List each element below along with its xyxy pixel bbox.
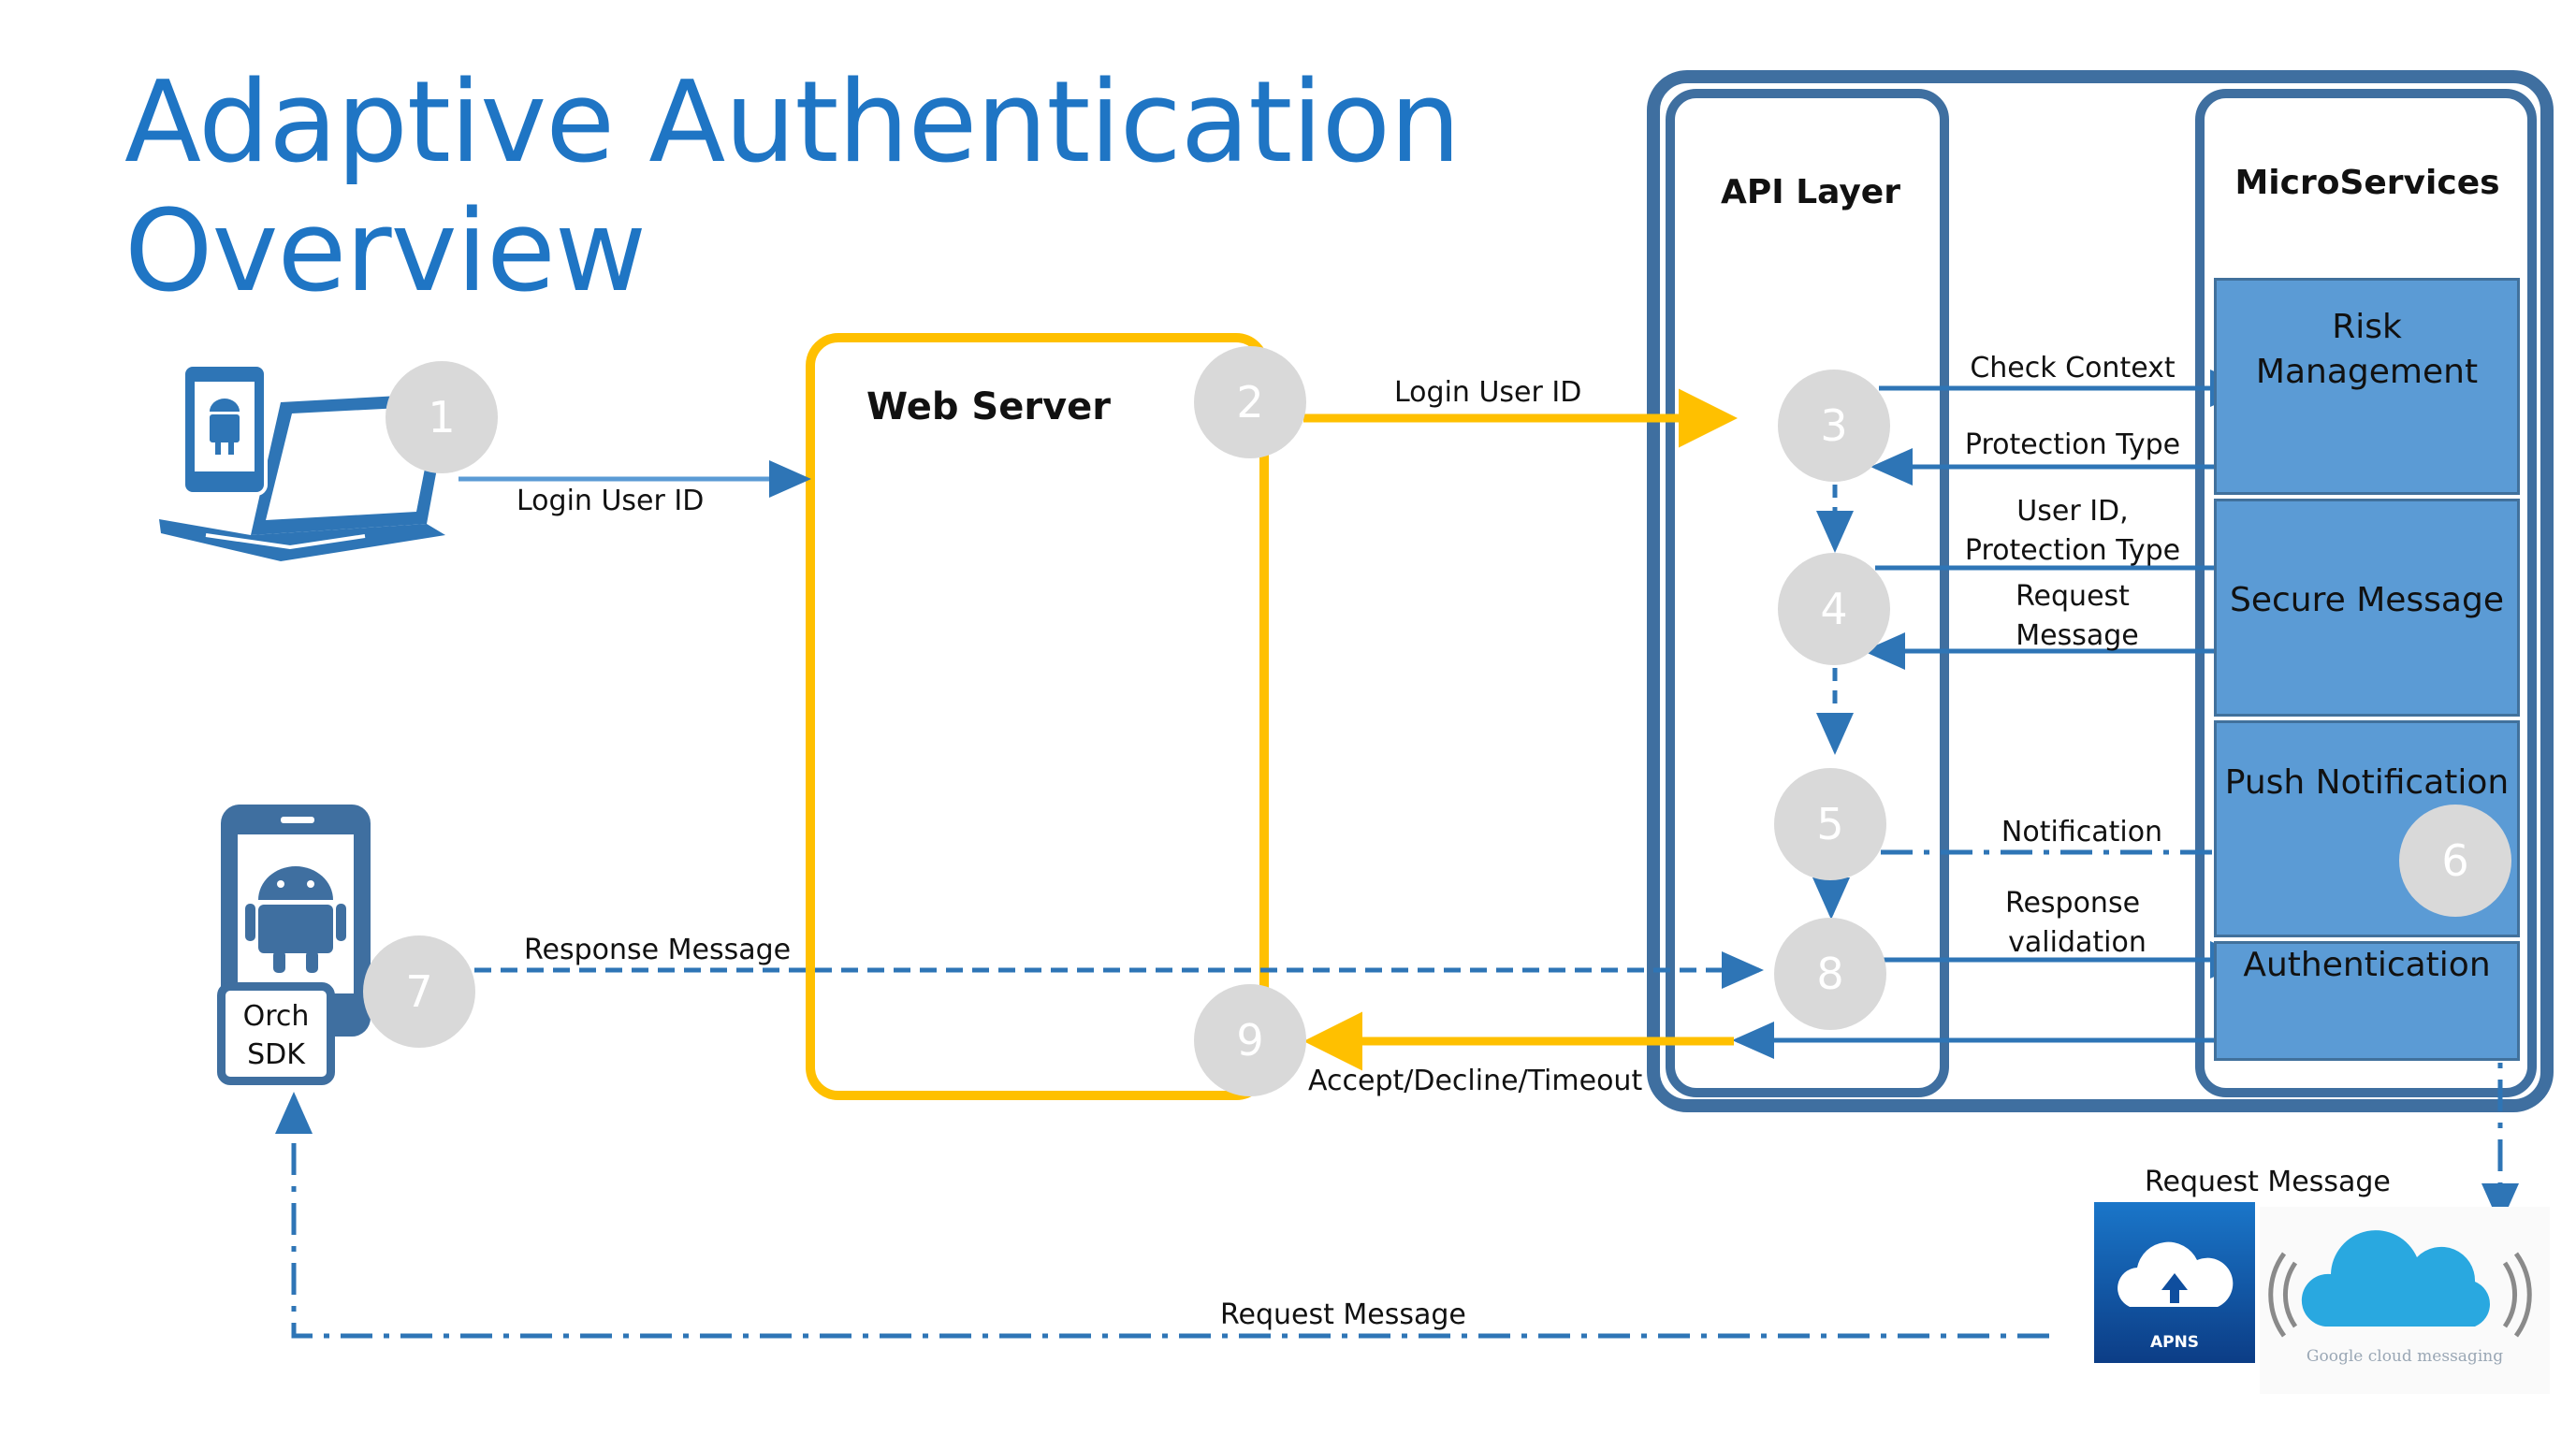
microservices-column xyxy=(2195,89,2537,1097)
label-device-request: Request Message xyxy=(1220,1298,1466,1331)
step-7: 7 xyxy=(363,935,475,1048)
label-response-2: validation xyxy=(2008,926,2147,959)
label-check-context: Check Context xyxy=(1970,352,2176,384)
api-layer-heading: API Layer xyxy=(1721,173,1900,211)
microservices-heading: MicroServices xyxy=(2234,164,2500,202)
api-layer-column xyxy=(1666,89,1949,1097)
label-notification: Notification xyxy=(2001,816,2163,848)
risk-management-label-1: Risk xyxy=(2332,308,2402,346)
secure-message-label: Secure Message xyxy=(2230,581,2504,619)
laptop-icon xyxy=(159,363,451,561)
label-response-message: Response Message xyxy=(524,934,792,966)
label-request-message-1: Request xyxy=(2016,580,2130,613)
android-phone-icon xyxy=(221,805,371,1037)
label-request-message-2: Message xyxy=(2016,619,2139,652)
orch-sdk-badge: Orch SDK xyxy=(217,982,335,1085)
gcm-tile: Google cloud messaging xyxy=(2260,1207,2550,1394)
step-1: 1 xyxy=(386,361,498,473)
label-user-id-1: User ID, xyxy=(2016,495,2129,528)
label-login-client: Login User ID xyxy=(517,485,705,517)
label-login-web: Login User ID xyxy=(1394,376,1582,409)
service-secure-message xyxy=(2214,499,2520,717)
web-server-box xyxy=(806,333,1269,1100)
label-protection-type: Protection Type xyxy=(1964,428,2181,461)
label-response-1: Response xyxy=(2004,887,2141,920)
apns-cloud-icon xyxy=(2118,1241,2234,1307)
step-4: 4 xyxy=(1778,553,1890,665)
page-title-line1: Adaptive Authentication xyxy=(124,58,1461,188)
gcm-cloud-icon xyxy=(2268,1230,2532,1338)
label-user-id-2: Protection Type xyxy=(1964,534,2181,567)
backend-container xyxy=(1647,70,2554,1112)
step-2: 2 xyxy=(1194,346,1306,458)
push-notification-label: Push Notification xyxy=(2224,763,2510,802)
step-6: 6 xyxy=(2399,805,2511,917)
page-title-line2: Overview xyxy=(124,187,647,317)
service-authentication xyxy=(2214,941,2520,1061)
apns-tile: APNS xyxy=(2094,1202,2255,1363)
web-server-heading: Web Server xyxy=(866,385,1111,428)
service-risk-management xyxy=(2214,278,2520,495)
step-5: 5 xyxy=(1774,768,1886,880)
flow-device-request xyxy=(275,1092,2049,1339)
step-3: 3 xyxy=(1778,370,1890,482)
step-8: 8 xyxy=(1774,918,1886,1030)
orch-sdk-line2: SDK xyxy=(247,1037,305,1071)
gcm-label: Google cloud messaging xyxy=(2306,1347,2504,1366)
risk-management-label-2: Management xyxy=(2255,353,2479,391)
android-logo-icon xyxy=(245,866,346,973)
apns-label: APNS xyxy=(2149,1333,2200,1352)
label-result: Accept/Decline/Timeout xyxy=(1308,1065,1643,1097)
step-9: 9 xyxy=(1194,984,1306,1096)
orch-sdk-line1: Orch xyxy=(242,1000,310,1033)
label-push-request: Request Message xyxy=(2145,1166,2391,1198)
authentication-label: Authentication xyxy=(2243,946,2491,984)
